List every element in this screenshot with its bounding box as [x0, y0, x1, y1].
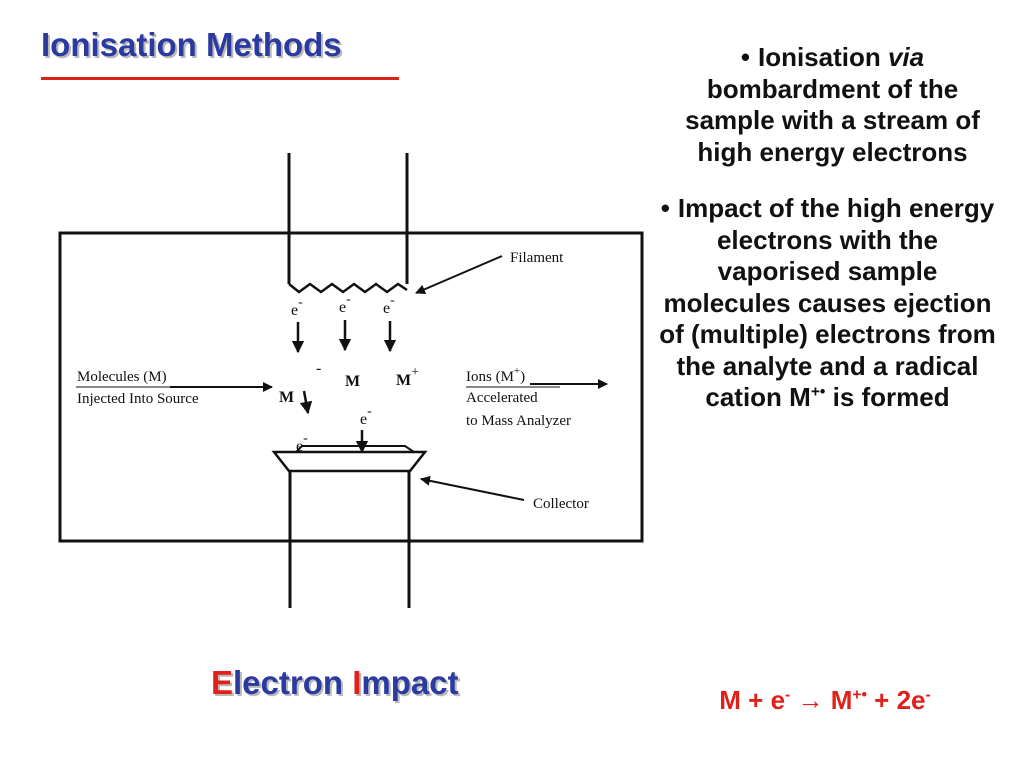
ions-label-line3: to Mass Analyzer — [466, 413, 571, 429]
diagram-caption: Electron Impact — [211, 664, 459, 702]
molecule-m-center: M — [345, 373, 360, 390]
bullet-list: •Ionisation via bombardment of the sampl… — [655, 42, 1000, 414]
electron-charge-near-m: - — [316, 360, 321, 377]
caption-text-mid: lectron — [233, 664, 353, 701]
caption-first-letter: E — [211, 664, 234, 701]
filament-label: Filament — [510, 250, 564, 266]
bullet-marker-1: • — [740, 42, 750, 72]
electron-label-5: e- — [296, 431, 308, 455]
ion-source-chamber — [58, 231, 644, 543]
collector-pointer-arrow — [420, 475, 525, 501]
bullet-point-1: •Ionisation via bombardment of the sampl… — [685, 42, 980, 167]
electron-label-4: e- — [360, 404, 372, 428]
molecules-label-line1: Molecules (M) — [77, 369, 167, 385]
bullet-marker-2: • — [660, 193, 670, 223]
collector-plate-edge — [295, 445, 415, 453]
filament-coil — [288, 282, 408, 294]
ionisation-equation: M + e- → M+• + 2e- — [719, 685, 931, 715]
reaction-arrow: → — [790, 685, 831, 715]
ions-label-line1: Ions (M+) — [466, 365, 525, 385]
slide-title: Ionisation Methods — [41, 26, 342, 63]
title-underline — [41, 77, 399, 80]
electron-label-3: e- — [383, 293, 395, 317]
filament-pointer-arrow — [415, 255, 503, 295]
electron-label-2: e- — [339, 292, 351, 316]
collector-label: Collector — [533, 496, 589, 512]
ions-label-line2: Accelerated — [466, 390, 538, 406]
bullet-point-2: •Impact of the high energy electrons wit… — [659, 193, 996, 412]
ion-m-plus: M+ — [396, 365, 419, 389]
electron-label-1: e- — [291, 295, 303, 319]
caption-text-end: mpact — [361, 664, 459, 701]
caption-highlight-letter: I — [352, 664, 362, 701]
molecule-m-left-arrow — [299, 390, 313, 415]
molecule-m-left: M — [279, 389, 294, 406]
molecules-label-line2: Injected Into Source — [77, 391, 199, 407]
